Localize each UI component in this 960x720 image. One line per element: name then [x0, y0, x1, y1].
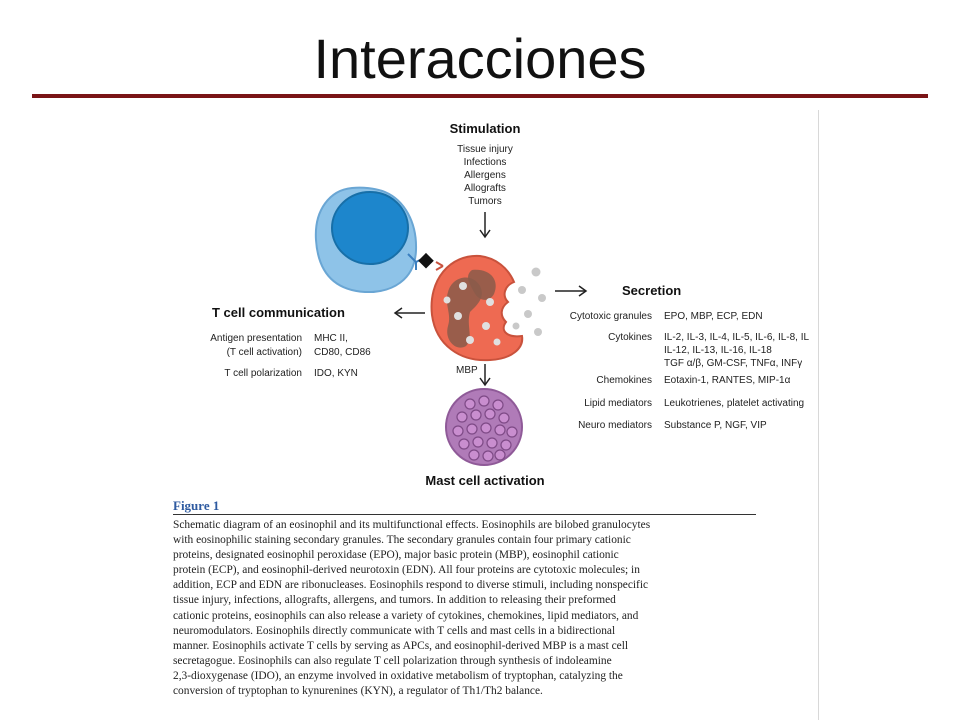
figure-caption: Schematic diagram of an eosinophil and i… — [173, 518, 758, 699]
caption-divider — [173, 514, 756, 515]
stimulation-item: Allergens — [425, 169, 545, 182]
released-granules — [513, 268, 547, 337]
t-cell-value: CD80, CD86 — [314, 346, 371, 359]
secretion-value: Leukotrienes, platelet activating — [664, 397, 804, 410]
eosinophil — [432, 256, 523, 360]
secretion-value: Substance P, NGF, VIP — [664, 419, 767, 432]
t-cell-label: (T cell activation) — [180, 346, 302, 359]
secretion-label: Cytokines — [540, 331, 652, 344]
secretion-label: Lipid mediators — [540, 397, 652, 410]
caption-line: with eosinophilic staining secondary gra… — [173, 533, 758, 548]
caption-line: manner. Eosinophils activate T cells by … — [173, 639, 758, 654]
secretion-label: Neuro mediators — [540, 419, 652, 432]
secretion-value: IL-12, IL-13, IL-16, IL-18 — [664, 344, 772, 357]
caption-line: secretagogue. Eosinophils can also regul… — [173, 654, 758, 669]
secretion-label: Cytotoxic granules — [540, 310, 652, 323]
mbp-arrow-label: MBP — [456, 364, 478, 377]
stimulation-heading: Stimulation — [425, 121, 545, 136]
t-cell-heading: T cell communication — [212, 305, 345, 320]
secretion-value: TGF α/β, GM-CSF, TNFα, INFγ — [664, 357, 802, 370]
caption-line: conversion of tryptophan to kynurenines … — [173, 684, 758, 699]
caption-line: addition, ECP and EDN are ribonucleases.… — [173, 578, 758, 593]
secretion-label: Chemokines — [540, 374, 652, 387]
caption-line: 2,3-dioxygenase (IDO), an enzyme involve… — [173, 669, 758, 684]
t-cell-label: T cell polarization — [180, 367, 302, 380]
mast-cell — [446, 389, 522, 465]
t-cell-label: Antigen presentation — [180, 332, 302, 345]
mast-cell-heading: Mast cell activation — [400, 473, 570, 488]
secretion-value: EPO, MBP, ECP, EDN — [664, 310, 763, 323]
secretion-heading: Secretion — [622, 283, 681, 298]
stimulation-item: Tumors — [425, 195, 545, 208]
caption-line: protein (ECP), and eosinophil-derived ne… — [173, 563, 758, 578]
secretion-value: Eotaxin-1, RANTES, MIP-1α — [664, 374, 790, 387]
caption-line: tissue injury, infections, allografts, a… — [173, 593, 758, 608]
caption-line: neuromodulators. Eosinophils directly co… — [173, 624, 758, 639]
t-cell-value: MHC II, — [314, 332, 348, 345]
caption-line: Schematic diagram of an eosinophil and i… — [173, 518, 758, 533]
stimulation-item: Tissue injury — [425, 143, 545, 156]
stimulation-item: Infections — [425, 156, 545, 169]
stimulation-item: Allografts — [425, 182, 545, 195]
t-cell — [316, 188, 416, 292]
caption-line: proteins, designated eosinophil peroxida… — [173, 548, 758, 563]
figure-caption-title: Figure 1 — [173, 498, 219, 514]
caption-line: cationic proteins, eosinophils can also … — [173, 609, 758, 624]
secretion-value: IL-2, IL-3, IL-4, IL-5, IL-6, IL-8, IL — [664, 331, 809, 344]
t-cell-value: IDO, KYN — [314, 367, 358, 380]
